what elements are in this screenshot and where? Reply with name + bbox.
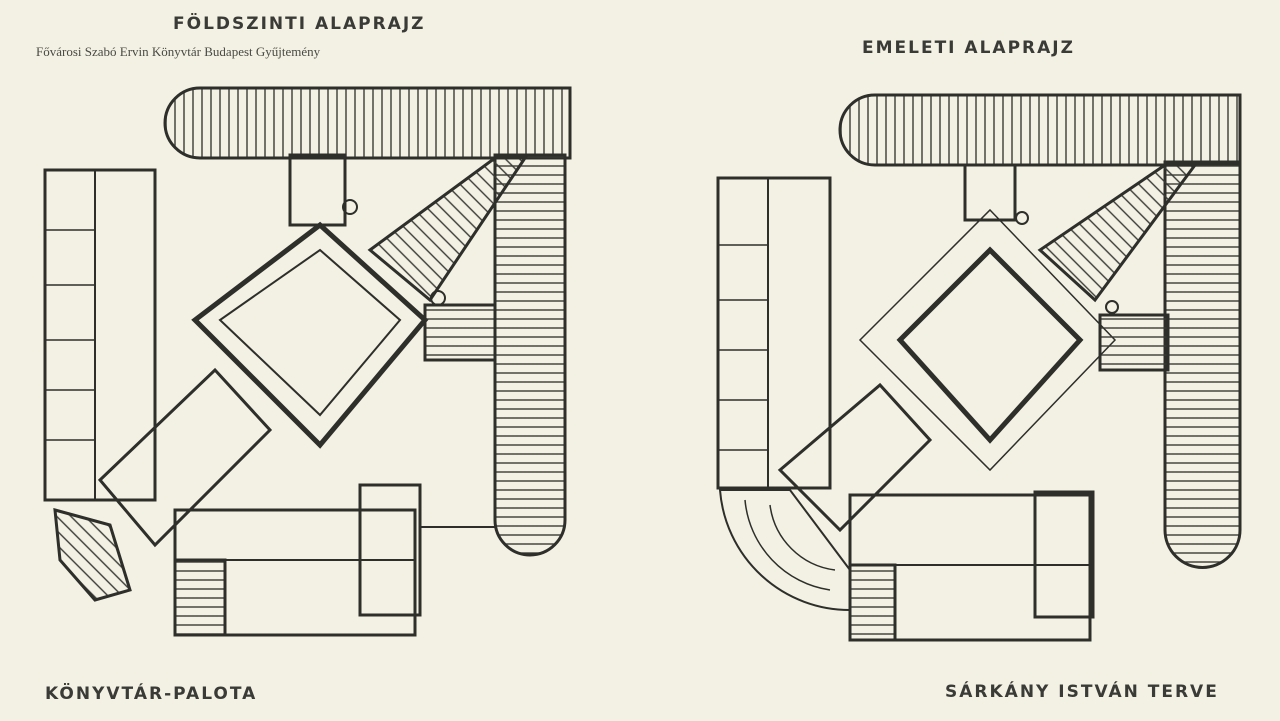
- lecture-hall-seating: [744, 499, 836, 591]
- diagonal-stack-wing: [367, 156, 528, 303]
- courtyard-diamond: [896, 246, 1084, 444]
- right-stack-wing: [493, 153, 567, 557]
- corner-stair: [53, 507, 132, 602]
- ground-floor-plan-title: FÖLDSZINTI ALAPRAJZ: [173, 14, 426, 34]
- diagonal-corridor: [777, 382, 933, 533]
- right-stack-wing: [1163, 160, 1242, 569]
- entrance-hall: [963, 163, 1017, 222]
- bottom-stair: [848, 563, 897, 642]
- caption-left: KÖNYVTÁR-PALOTA: [45, 684, 258, 704]
- upper-floor-plan-title: EMELETI ALAPRAJZ: [862, 38, 1075, 58]
- caption-right: SÁRKÁNY ISTVÁN TERVE: [945, 682, 1219, 702]
- lecture-hall: [718, 489, 851, 612]
- diagonal-stack-wing: [1037, 163, 1198, 303]
- top-stack-wing: [163, 86, 572, 160]
- bottom-right-block: [358, 483, 422, 617]
- diagonal-corridor: [97, 367, 273, 548]
- spiral-stair: [430, 290, 446, 306]
- room-dividers: [718, 244, 768, 451]
- spiral-stair: [342, 199, 358, 215]
- stair-right: [1098, 313, 1170, 372]
- ground-floor-plan: [43, 86, 572, 637]
- bottom-stair: [173, 558, 227, 637]
- outer-gallery: [858, 208, 1117, 472]
- spiral-stair: [1105, 300, 1119, 314]
- stair-right: [423, 303, 497, 362]
- courtyard-diamond: [191, 221, 429, 449]
- watermark: Fővárosi Szabó Ervin Könyvtár Budapest G…: [36, 44, 321, 59]
- entrance-hall: [288, 153, 347, 227]
- spiral-stair: [1015, 211, 1029, 225]
- upper-floor-plan: [716, 93, 1242, 642]
- courtyard-inner: [218, 248, 402, 417]
- room-dividers: [45, 229, 95, 441]
- bottom-right-block: [1033, 490, 1095, 619]
- top-stack-wing: [838, 93, 1242, 167]
- left-block: [43, 168, 157, 502]
- left-block: [716, 176, 832, 490]
